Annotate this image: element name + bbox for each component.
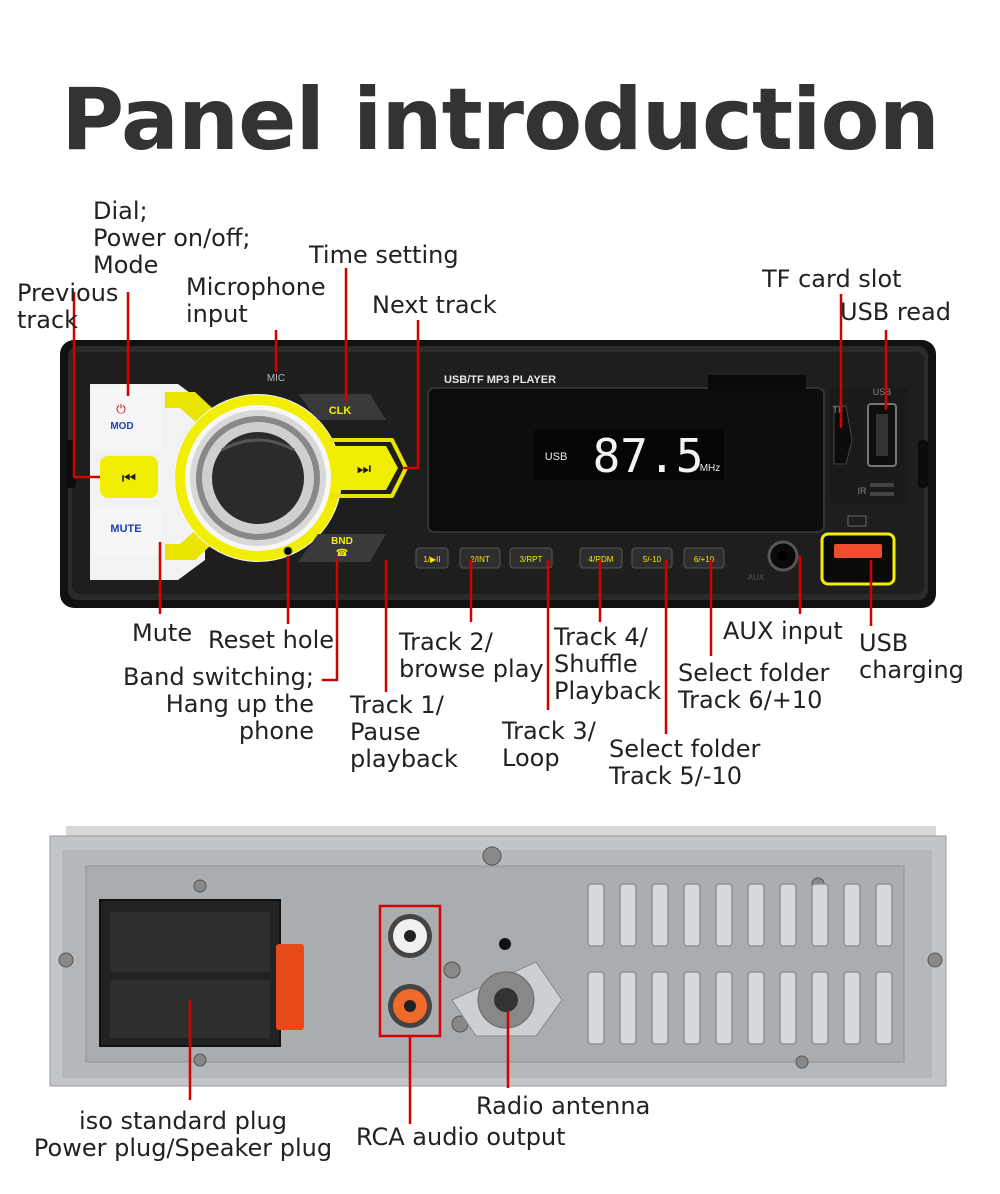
- aux-label: AUX: [748, 573, 765, 582]
- mute-button[interactable]: [92, 508, 162, 556]
- fuse-icon: [276, 944, 304, 1030]
- folder-5-callout: Select folder Track 5/-10: [609, 735, 761, 790]
- mute-label: Mute: [132, 619, 193, 647]
- bnd-button-label: BND: [331, 536, 353, 547]
- dial-label: Dial; Power on/off; Mode: [93, 197, 251, 279]
- screws: [58, 846, 943, 1069]
- track-6-button[interactable]: [683, 547, 725, 569]
- usb-read-label: USB read: [840, 298, 951, 326]
- iso-plug-label: iso standard plug Power plug/Speaker plu…: [33, 1107, 333, 1162]
- track-4-label: 4/RDM: [589, 555, 614, 564]
- track-2-callout: Track 2/ browse play: [399, 628, 544, 683]
- next-track-button[interactable]: [334, 446, 398, 490]
- back-panel: [49, 826, 947, 1087]
- model-label: USB/TF MP3 PLAYER: [444, 374, 556, 386]
- front-panel: [60, 340, 936, 608]
- ir-label: IR: [858, 486, 868, 496]
- mod-button-label: MOD: [110, 421, 133, 432]
- rca-output-label: RCA audio output: [356, 1123, 566, 1151]
- display-unit: MHz: [700, 463, 721, 474]
- track-1-label: 1/▶II: [423, 555, 440, 564]
- previous-track-label: Previous track: [17, 279, 119, 334]
- track-4-callout: Track 4/ Shuffle Playback: [554, 623, 662, 705]
- radio-antenna-label: Radio antenna: [476, 1092, 651, 1120]
- bnd-button[interactable]: [298, 534, 386, 562]
- phone-icon: ☎: [336, 548, 348, 559]
- track-1-button[interactable]: [415, 547, 449, 569]
- clk-button-label: CLK: [329, 405, 352, 417]
- track-3-label: 3/RPT: [520, 555, 543, 564]
- previous-icon: ⏮: [122, 470, 136, 487]
- display-source: USB: [545, 451, 568, 463]
- next-icon: ⏭: [357, 461, 371, 478]
- next-track-label: Next track: [372, 291, 497, 319]
- mute-button-label: MUTE: [110, 523, 141, 535]
- lcd-screen: [534, 430, 724, 480]
- track-5-label: 5/-10: [643, 555, 662, 564]
- display-frequency: 87.5: [593, 429, 704, 483]
- callout-lines-back: [188, 1000, 510, 1124]
- usb-label: USB: [873, 387, 892, 397]
- reset-hole-label: Reset hole: [208, 626, 334, 654]
- numbered-buttons: [415, 547, 725, 569]
- mic-label: MIC: [267, 373, 285, 384]
- mod-button[interactable]: [92, 386, 162, 450]
- previous-track-button[interactable]: [100, 456, 158, 498]
- tf-card-slot[interactable]: [833, 405, 853, 465]
- microphone-label: Microphone input: [186, 273, 326, 328]
- usb-charging-label: USB charging: [859, 629, 964, 684]
- track-1-callout: Track 1/ Pause playback: [350, 691, 458, 773]
- reset-hole[interactable]: [283, 546, 293, 556]
- track-5-button[interactable]: [631, 547, 673, 569]
- track-3-callout: Track 3/ Loop: [502, 717, 596, 772]
- page-title: Panel introduction: [61, 70, 940, 170]
- tf-card-label: TF card slot: [762, 265, 902, 293]
- band-switching-label: Band switching; Hang up the phone: [122, 663, 314, 745]
- track-3-button[interactable]: [509, 547, 553, 569]
- power-icon: ⏻: [116, 402, 126, 416]
- time-setting-label: Time setting: [309, 241, 459, 269]
- folder-6-callout: Select folder Track 6/+10: [678, 659, 830, 714]
- clk-button[interactable]: [298, 394, 386, 420]
- usb-charging-port[interactable]: [820, 532, 896, 586]
- vent-slots: [587, 883, 893, 1045]
- track-2-label: 2/INT: [470, 555, 490, 564]
- aux-input-label: AUX input: [723, 617, 843, 645]
- track-6-label: 6/+10: [694, 555, 715, 564]
- callout-lines-front: [72, 268, 888, 734]
- tf-label: TF: [833, 405, 844, 415]
